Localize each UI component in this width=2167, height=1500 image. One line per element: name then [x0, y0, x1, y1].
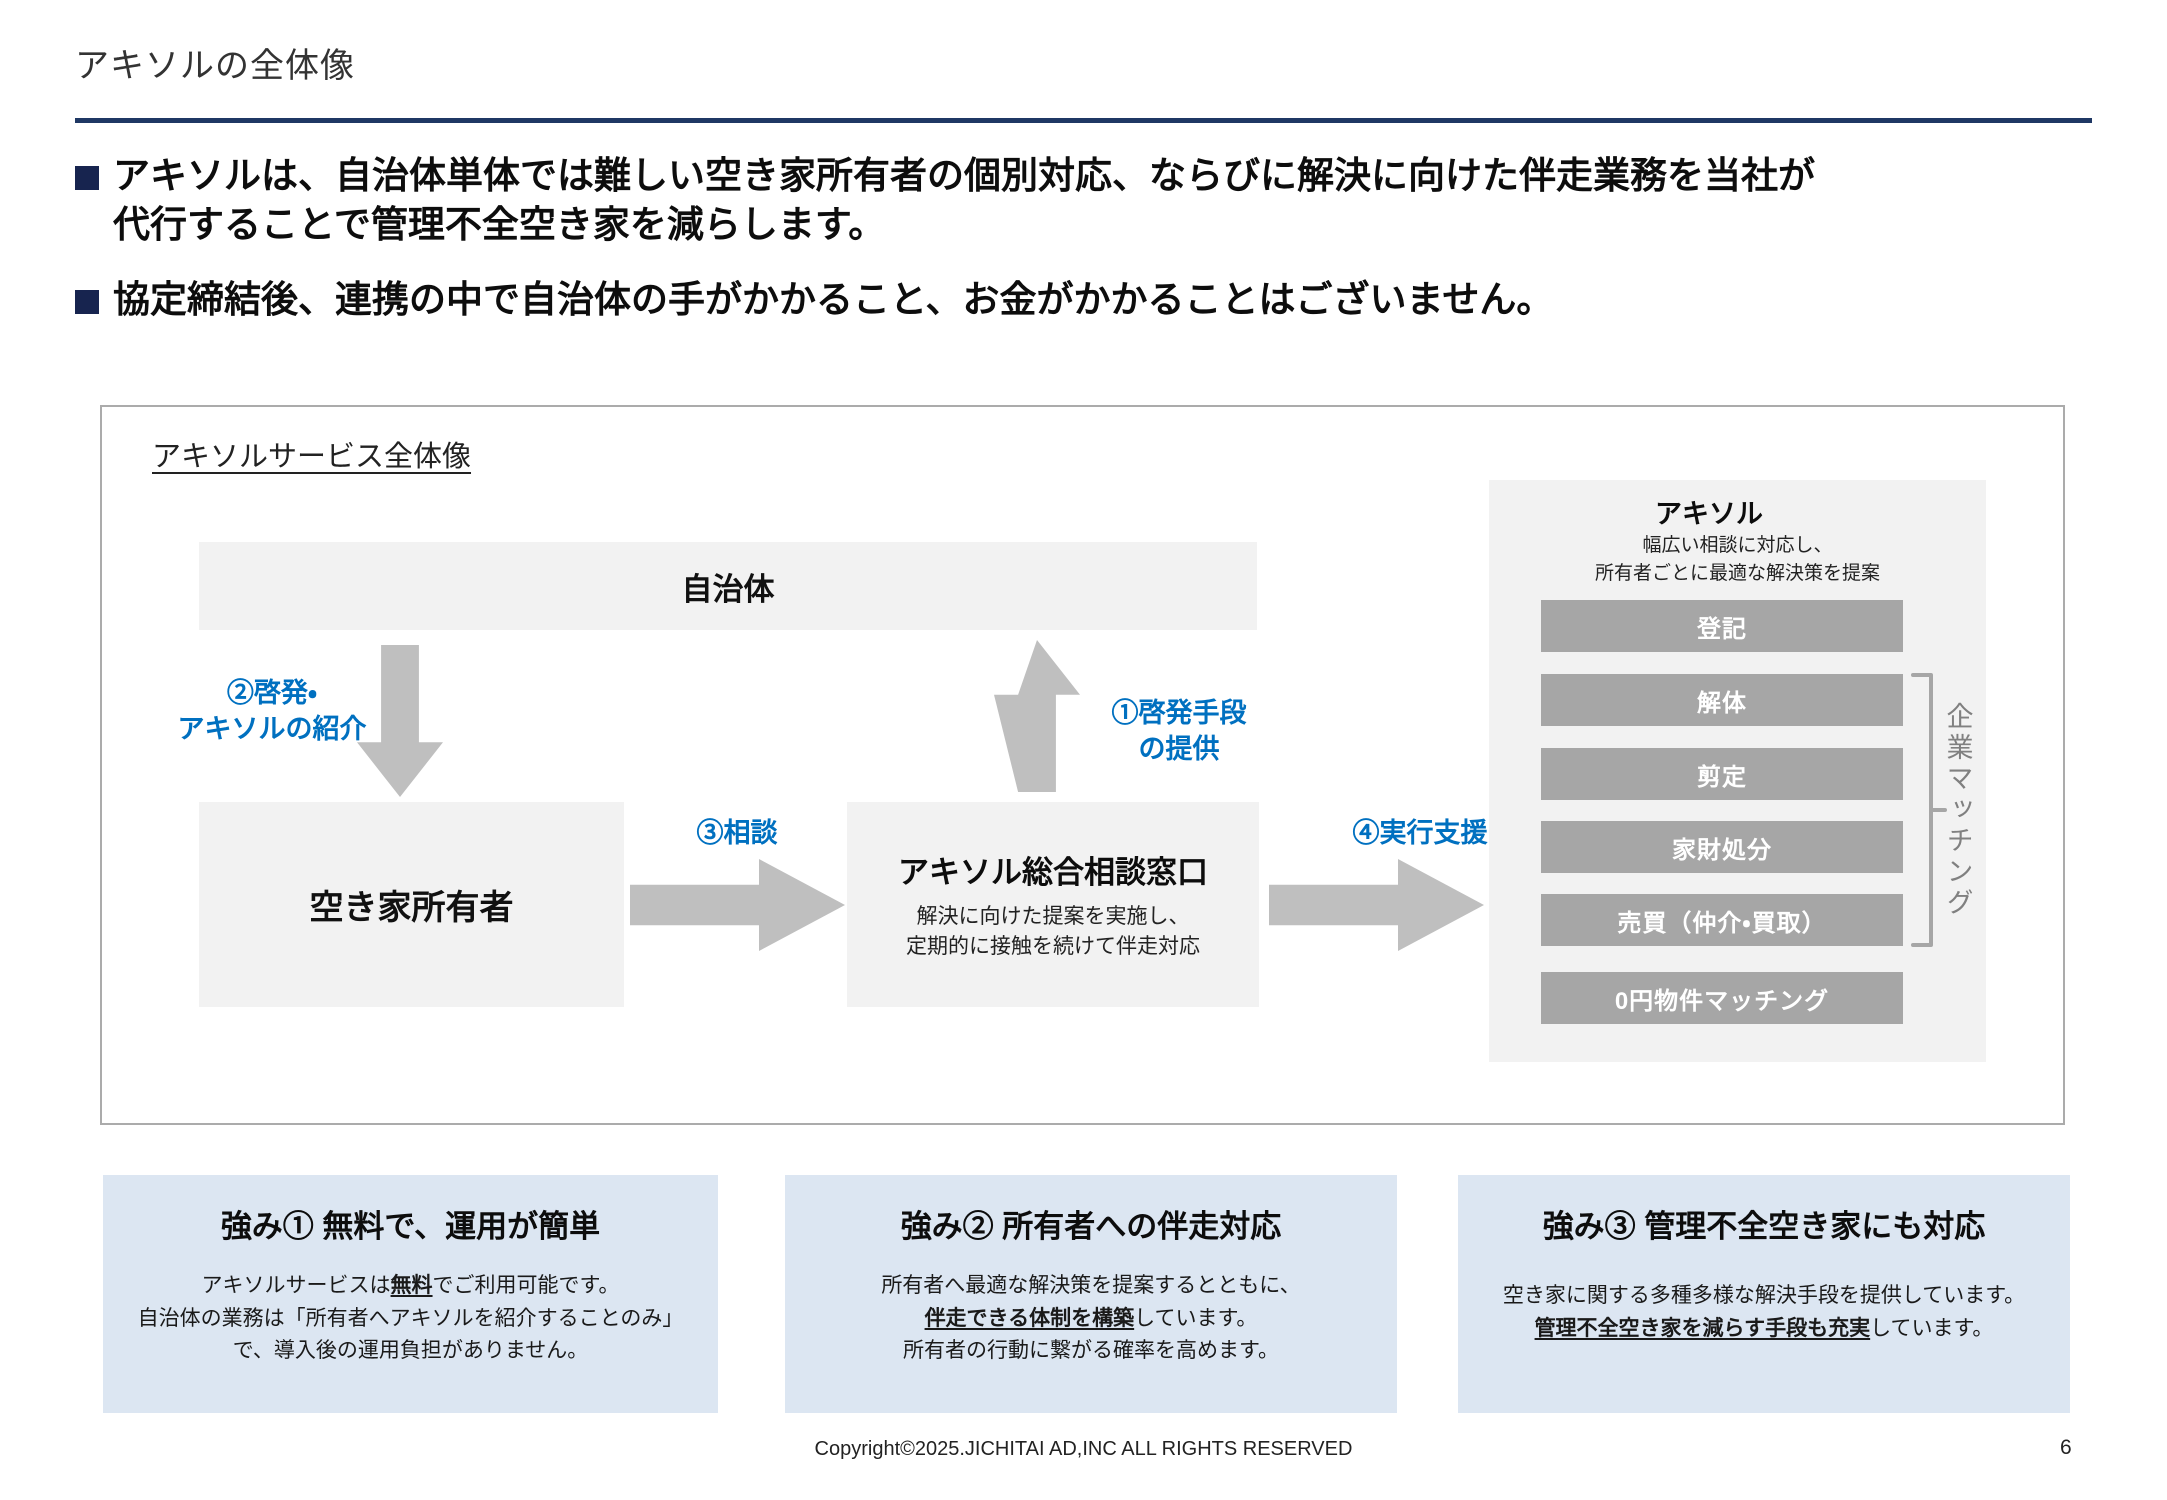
strength-body: 所有者へ最適な解決策を提案するとともに、 伴走できる体制を構築しています。 所有…: [785, 1270, 1397, 1368]
arrow-right-icon: [630, 859, 845, 951]
strength-body-line: 管理不全空き家を減らす手段も充実しています。: [1458, 1313, 2070, 1346]
service-overview-diagram: アキソルサービス全体像 自治体 ②啓発・ アキソルの紹介 ①啓発手段 の提供 空…: [100, 405, 2065, 1125]
body-text: アキソルサービスは: [201, 1274, 391, 1297]
flow-label-line: ①啓発手段: [1111, 698, 1247, 728]
title-divider: [75, 118, 2092, 123]
municipality-box: 自治体: [199, 542, 1257, 630]
consultation-desk-title: アキソル総合相談窓口: [898, 854, 1208, 890]
diagram-heading: アキソルサービス全体像: [152, 441, 472, 473]
copyright-text: Copyright©2025.JICHITAI AD,INC ALL RIGHT…: [814, 1438, 1353, 1460]
summary-bullets: アキソルは、自治体単体では難しい空き家所有者の個別対応、ならびに解決に向けた伴走…: [75, 152, 2065, 350]
service-item-household-disposal: 家財処分: [1541, 821, 1903, 873]
body-text-emphasis: 無料: [390, 1274, 433, 1297]
body-text: しています。: [1134, 1306, 1258, 1330]
strength-body-line: アキソルサービスは無料でご利用可能です。: [103, 1270, 718, 1303]
strength-body: アキソルサービスは無料でご利用可能です。 自治体の業務は「所有者へアキソルを紹介…: [103, 1270, 718, 1368]
strength-body: 空き家に関する多種多様な解決手段を提供しています。 管理不全空き家を減らす手段も…: [1458, 1280, 2070, 1345]
body-text: でご利用可能です。: [432, 1274, 620, 1297]
page-number: 6: [2060, 1436, 2072, 1459]
strength-body-line: で、導入後の運用負担がありません。: [232, 1339, 589, 1363]
flow-label-line: ②啓発・: [226, 678, 318, 708]
bullet-line: 協定締結後、連携の中で自治体の手がかかること、お金がかかることはございません。: [113, 278, 1554, 320]
body-text-emphasis: 管理不全空き家を減らす手段も充実: [1534, 1316, 1871, 1340]
strength-body-line: 空き家に関する多種多様な解決手段を提供しています。: [1502, 1284, 2026, 1307]
flow-label-step2: ②啓発・ アキソルの紹介: [147, 675, 397, 748]
strength-card-2: 強み② 所有者への伴走対応 所有者へ最適な解決策を提案するとともに、 伴走できる…: [785, 1175, 1397, 1413]
strength-body-line: 伴走できる体制を構築しています。: [785, 1303, 1397, 1336]
bullet-line: 代行することで管理不全空き家を減らします。: [113, 203, 886, 245]
service-item-pruning: 剪定: [1541, 748, 1903, 800]
flow-label-step3: ③相談: [696, 818, 778, 848]
arrow-right-icon: [1269, 859, 1484, 951]
strength-card-1: 強み① 無料で、運用が簡単 アキソルサービスは無料でご利用可能です。 自治体の業…: [103, 1175, 718, 1413]
vacant-house-owner-box: 空き家所有者: [199, 802, 624, 1007]
consultation-desk-box: アキソル総合相談窓口 解決に向けた提案を実施し、 定期的に接触を続けて伴走対応: [847, 802, 1259, 1007]
akisol-subtitle-line: 幅広い相談に対応し、: [1642, 535, 1833, 556]
page-title: アキソルの全体像: [75, 47, 355, 85]
service-item-sale: 売買（仲介・買取）: [1541, 894, 1903, 946]
service-item-registration: 登記: [1541, 600, 1903, 652]
strength-title: 強み② 所有者への伴走対応: [900, 1209, 1282, 1244]
strength-card-3: 強み③ 管理不全空き家にも対応 空き家に関する多種多様な解決手段を提供しています…: [1458, 1175, 2070, 1413]
consultation-desc-line: 解決に向けた提案を実施し、: [916, 904, 1190, 928]
consultation-desc-line: 定期的に接触を続けて伴走対応: [906, 935, 1200, 958]
body-text-emphasis: 伴走できる体制を構築: [924, 1306, 1135, 1330]
strength-body-line: 所有者へ最適な解決策を提案するとともに、: [881, 1274, 1301, 1297]
service-item-zero-yen-matching: 0円物件マッチング: [1541, 972, 1903, 1024]
flow-label-step4: ④実行支援: [1352, 818, 1488, 848]
square-bullet-icon: [75, 289, 99, 314]
body-text: しています。: [1870, 1316, 1994, 1340]
bullet-text: 協定締結後、連携の中で自治体の手がかかること、お金がかかることはございません。: [113, 276, 1553, 325]
consultation-desk-desc: 解決に向けた提案を実施し、 定期的に接触を続けて伴走対応: [906, 902, 1200, 963]
bracket-icon: [1911, 673, 1947, 947]
bullet-line: アキソルは、自治体単体では難しい空き家所有者の個別対応、ならびに解決に向けた伴走…: [113, 155, 1815, 196]
akisol-panel-subtitle: 幅広い相談に対応し、 所有者ごとに最適な解決策を提案: [1489, 532, 1986, 587]
akisol-panel-title: アキソル: [1655, 499, 1763, 529]
akisol-subtitle-line: 所有者ごとに最適な解決策を提案: [1594, 562, 1880, 584]
strength-body-line: 自治体の業務は「所有者へアキソルを紹介することのみ」: [137, 1306, 684, 1330]
strength-body-line: 所有者の行動に繋がる確率を高めます。: [903, 1339, 1279, 1363]
flow-label-step1: ①啓発手段 の提供: [1064, 695, 1294, 768]
flow-label-line: アキソルの紹介: [177, 714, 367, 745]
bullet-text: アキソルは、自治体単体では難しい空き家所有者の個別対応、ならびに解決に向けた伴走…: [113, 152, 1815, 250]
flow-label-line: の提供: [1138, 734, 1220, 765]
akisol-panel: アキソル 幅広い相談に対応し、 所有者ごとに最適な解決策を提案 登記 解体 剪定…: [1489, 480, 1986, 1062]
corporate-matching-label: 企業マッチング: [1942, 701, 1973, 919]
strength-title: 強み① 無料で、運用が簡単: [220, 1209, 601, 1244]
service-item-demolition: 解体: [1541, 674, 1903, 726]
square-bullet-icon: [75, 166, 99, 190]
strength-title: 強み③ 管理不全空き家にも対応: [1542, 1209, 1986, 1244]
bullet-item: 協定締結後、連携の中で自治体の手がかかること、お金がかかることはございません。: [75, 276, 2065, 325]
bullet-item: アキソルは、自治体単体では難しい空き家所有者の個別対応、ならびに解決に向けた伴走…: [75, 152, 2065, 250]
